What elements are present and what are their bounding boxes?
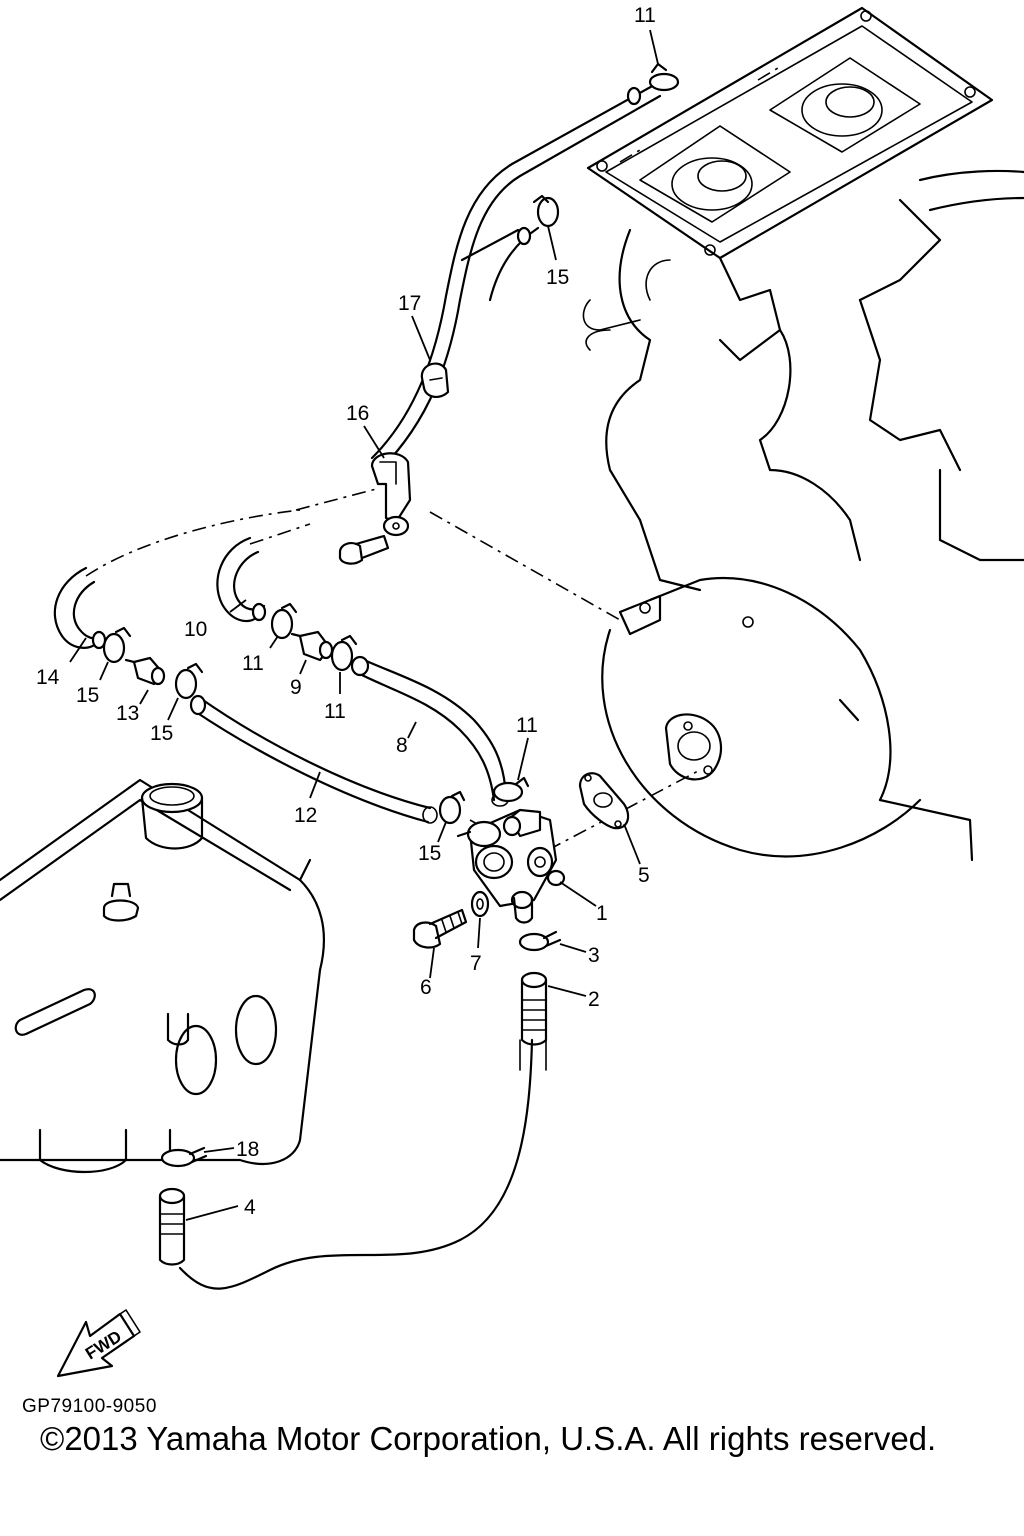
callout-7: 7 bbox=[470, 952, 482, 975]
callout-14: 14 bbox=[36, 666, 60, 689]
hose-10 bbox=[216, 536, 267, 623]
hose-12 bbox=[189, 694, 438, 824]
clamp-15-a bbox=[102, 626, 132, 664]
callout-11: 11 bbox=[242, 652, 264, 675]
callout-15: 15 bbox=[150, 722, 173, 745]
copyright-notice: ©2013 Yamaha Motor Corporation, U.S.A. A… bbox=[40, 1420, 937, 1457]
hose-8 bbox=[350, 655, 509, 807]
clamp-11-right bbox=[492, 776, 530, 803]
clamp-17 bbox=[420, 362, 450, 398]
bolt-holder bbox=[338, 534, 390, 565]
hose-2-drain bbox=[178, 1038, 547, 1290]
drawing-code: GP79100-9050 bbox=[22, 1396, 157, 1417]
engine-outline bbox=[582, 6, 1024, 862]
callout-17: 17 bbox=[398, 292, 421, 315]
washer-7 bbox=[470, 890, 490, 918]
callout-16: 16 bbox=[346, 402, 369, 425]
callout-10: 10 bbox=[184, 618, 207, 641]
hose-14 bbox=[53, 566, 107, 650]
callout-1: 1 bbox=[596, 902, 608, 925]
callout-15: 15 bbox=[76, 684, 99, 707]
gasket-5 bbox=[578, 772, 630, 830]
fuel-filter-13 bbox=[124, 656, 166, 686]
callout-numbers: 11 15 17 16 10 11 9 11 14 15 13 15 8 11 … bbox=[36, 4, 656, 1219]
callout-15: 15 bbox=[418, 842, 441, 865]
clamp-15-top bbox=[532, 194, 560, 228]
callout-3: 3 bbox=[588, 944, 600, 967]
callout-18: 18 bbox=[236, 1138, 259, 1161]
clamp-11-left bbox=[270, 602, 298, 640]
callout-11: 11 bbox=[516, 714, 538, 737]
callout-6: 6 bbox=[420, 976, 432, 999]
joint-4 bbox=[158, 1187, 186, 1266]
clamp-15-b bbox=[174, 662, 204, 700]
holder-16 bbox=[370, 452, 412, 537]
callout-leaders bbox=[69, 29, 659, 1221]
clip-3 bbox=[518, 930, 562, 952]
callout-9: 9 bbox=[290, 676, 302, 699]
callout-4: 4 bbox=[244, 1196, 256, 1219]
clamp-11-mid bbox=[330, 634, 358, 672]
callout-11: 11 bbox=[324, 700, 346, 723]
callout-2: 2 bbox=[588, 988, 600, 1011]
clip-18 bbox=[160, 1146, 208, 1168]
callout-11: 11 bbox=[634, 4, 656, 27]
callout-5: 5 bbox=[638, 864, 650, 887]
fuel-cock bbox=[456, 808, 566, 924]
callout-15: 15 bbox=[546, 266, 569, 289]
clamp-11-top bbox=[648, 62, 680, 92]
bolt-6 bbox=[412, 908, 468, 949]
fwd-arrow-icon: FWD bbox=[56, 1309, 141, 1378]
vent-hose-upper bbox=[370, 82, 662, 472]
fuel-filter-9 bbox=[290, 630, 334, 662]
fuel-tank-outline bbox=[0, 778, 326, 1174]
callout-12: 12 bbox=[294, 804, 317, 827]
callout-8: 8 bbox=[396, 734, 408, 757]
joint-2 bbox=[520, 971, 548, 1046]
clamp-15-c bbox=[438, 790, 466, 825]
callout-13: 13 bbox=[116, 702, 139, 725]
